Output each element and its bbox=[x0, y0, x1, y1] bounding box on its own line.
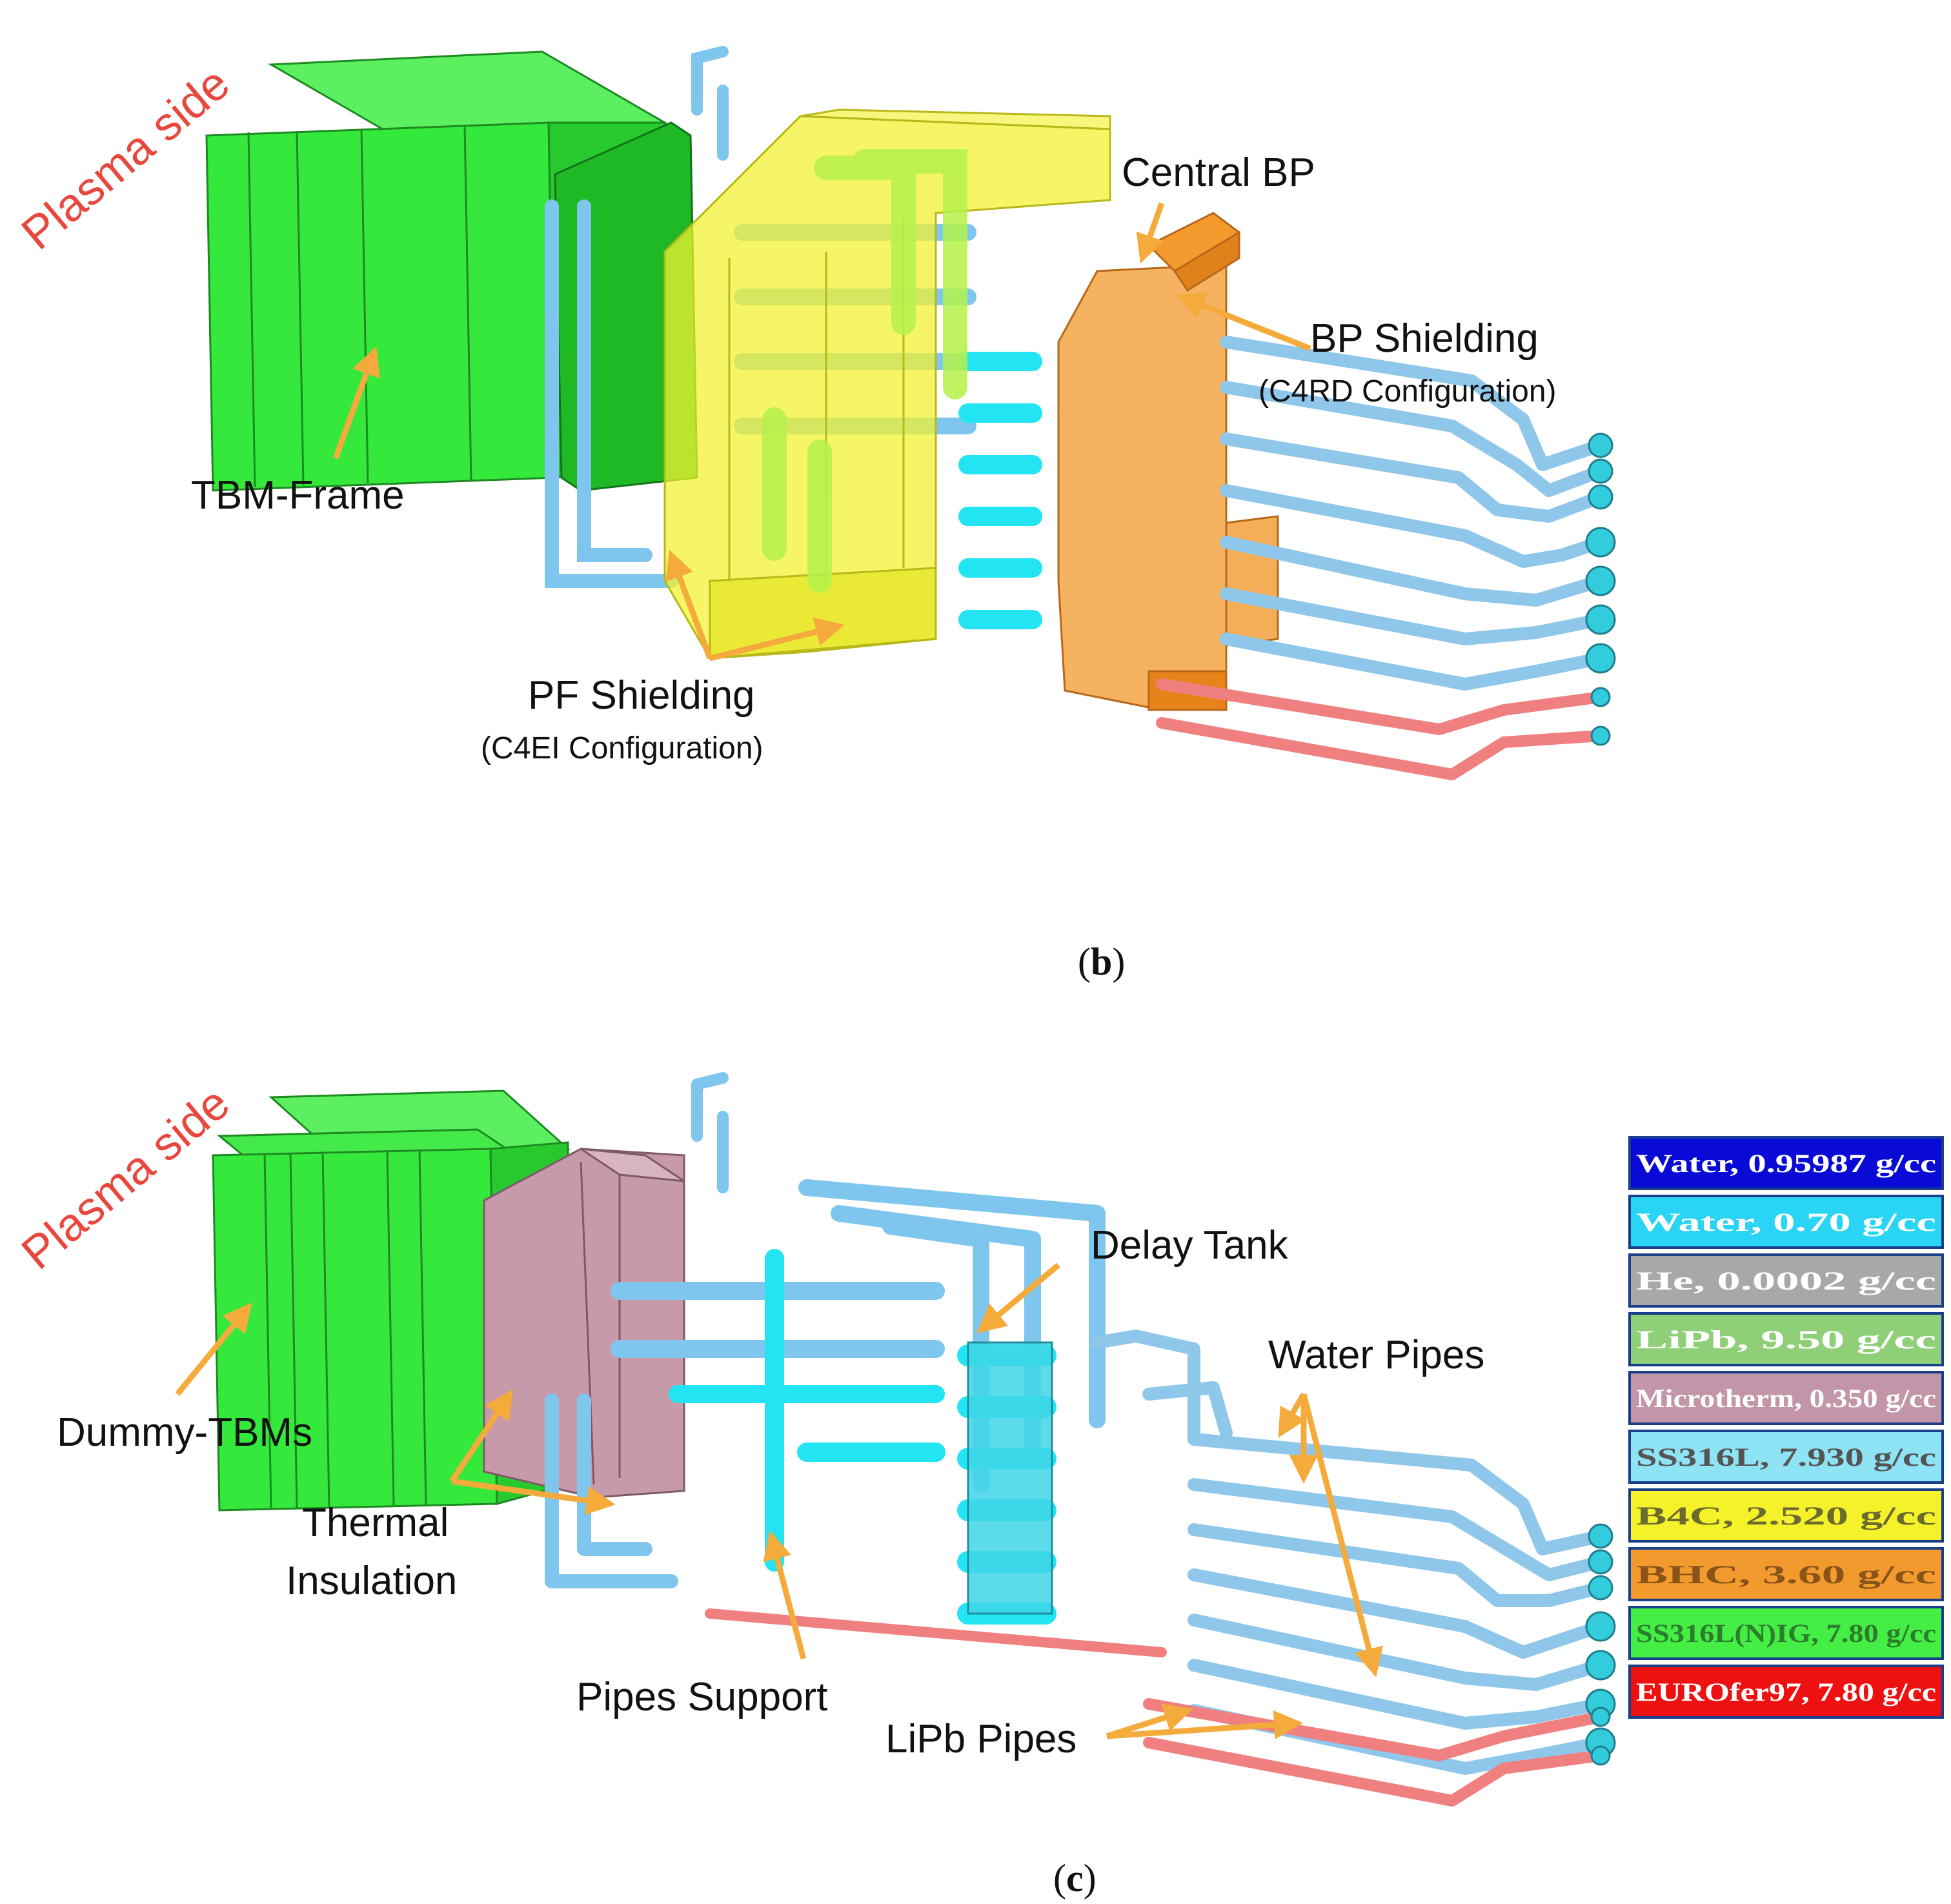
legend-swatch bbox=[1628, 1195, 1944, 1249]
thermal-label-line1: Thermal bbox=[302, 1501, 449, 1545]
outgoing-pipes-c bbox=[1091, 1330, 1607, 1807]
legend-label: B4C, 2.520 g/cc bbox=[1636, 1501, 1936, 1530]
legend-swatch bbox=[1628, 1371, 1944, 1425]
connectors-c bbox=[1585, 1523, 1616, 1766]
thermal-label-line2: Insulation bbox=[286, 1559, 457, 1603]
thermal-insulation-box bbox=[483, 1148, 685, 1499]
legend-item: BHC, 3.60 g/cc bbox=[1628, 1547, 1944, 1601]
legend-label: Water, 0.95987 g/cc bbox=[1636, 1149, 1936, 1178]
tbm-frame-label: TBM-Frame bbox=[191, 473, 405, 518]
annotation-arrows-b bbox=[332, 202, 1311, 662]
connectors-b bbox=[1585, 432, 1616, 746]
delay-tank-label: Delay Tank bbox=[1091, 1223, 1289, 1268]
bp-shielding-label: BP Shielding bbox=[1310, 316, 1539, 361]
central-bp bbox=[1147, 212, 1241, 292]
pf-shielding-label: PF Shielding bbox=[528, 673, 755, 718]
bp-config-label: (C4RD Configuration) bbox=[1259, 374, 1557, 409]
lipb-pipes-label: LiPb Pipes bbox=[885, 1717, 1077, 1761]
plasma-side-label: Plasma side bbox=[12, 57, 239, 259]
legend-swatch bbox=[1628, 1606, 1944, 1660]
pipes-support-label: Pipes Support bbox=[576, 1675, 827, 1719]
legend-item: Microtherm, 0.350 g/cc bbox=[1628, 1371, 1944, 1425]
legend-label: SS316L(N)IG, 7.80 g/cc bbox=[1636, 1619, 1936, 1648]
legend-label: He, 0.0002 g/cc bbox=[1636, 1266, 1936, 1295]
legend-item: He, 0.0002 g/cc bbox=[1628, 1253, 1944, 1308]
plasma-side-label-c: Plasma side bbox=[12, 1077, 239, 1279]
legend-swatch bbox=[1628, 1488, 1944, 1543]
legend-swatch bbox=[1628, 1136, 1944, 1190]
legend-item: Water, 0.95987 g/cc bbox=[1628, 1136, 1944, 1190]
legend-item: LiPb, 9.50 g/cc bbox=[1628, 1312, 1944, 1366]
water-pipes-label: Water Pipes bbox=[1268, 1333, 1484, 1377]
legend-swatch bbox=[1628, 1665, 1944, 1719]
panel-b: Plasma side TBM-Frame PF Shielding (C4EI… bbox=[12, 46, 1616, 983]
legend-swatch bbox=[1628, 1253, 1944, 1308]
outgoing-pipes-b bbox=[1156, 336, 1607, 780]
legend-label: EUROfer97, 7.80 g/cc bbox=[1636, 1677, 1936, 1707]
inner-pipes-b bbox=[762, 149, 967, 593]
legend-label: Water, 0.70 g/cc bbox=[1636, 1208, 1936, 1237]
annotation-arrows-c bbox=[175, 1262, 1383, 1739]
pf-config-label: (C4EI Configuration) bbox=[481, 731, 763, 765]
panel-c: Plasma side Dummy-TBMs Thermal Insulatio… bbox=[12, 1072, 1616, 1899]
legend-label: Microtherm, 0.350 g/cc bbox=[1636, 1384, 1936, 1413]
legend-item: Water, 0.70 g/cc bbox=[1628, 1195, 1944, 1249]
central-bp-label: Central BP bbox=[1122, 150, 1315, 195]
legend-swatch bbox=[1628, 1312, 1944, 1366]
bp-shielding-box bbox=[1057, 263, 1279, 711]
legend-label: SS316L, 7.930 g/cc bbox=[1636, 1443, 1936, 1472]
legend-label: LiPb, 9.50 g/cc bbox=[1636, 1325, 1936, 1354]
caption-c: (c) bbox=[1053, 1857, 1097, 1899]
pf-shielding-box bbox=[663, 108, 1111, 660]
legend-item: B4C, 2.520 g/cc bbox=[1628, 1488, 1944, 1543]
dummy-tbms-label: Dummy-TBMs bbox=[57, 1410, 312, 1455]
legend-swatch bbox=[1628, 1547, 1944, 1601]
caption-b: (b) bbox=[1078, 940, 1125, 983]
legend-item: SS316L(N)IG, 7.80 g/cc bbox=[1628, 1606, 1944, 1660]
legend-swatch bbox=[1628, 1430, 1944, 1484]
legend-item: SS316L, 7.930 g/cc bbox=[1628, 1430, 1944, 1484]
legend-item: EUROfer97, 7.80 g/cc bbox=[1628, 1665, 1944, 1719]
delay-tank bbox=[967, 1341, 1053, 1615]
legend-label: BHC, 3.60 g/cc bbox=[1636, 1560, 1936, 1589]
